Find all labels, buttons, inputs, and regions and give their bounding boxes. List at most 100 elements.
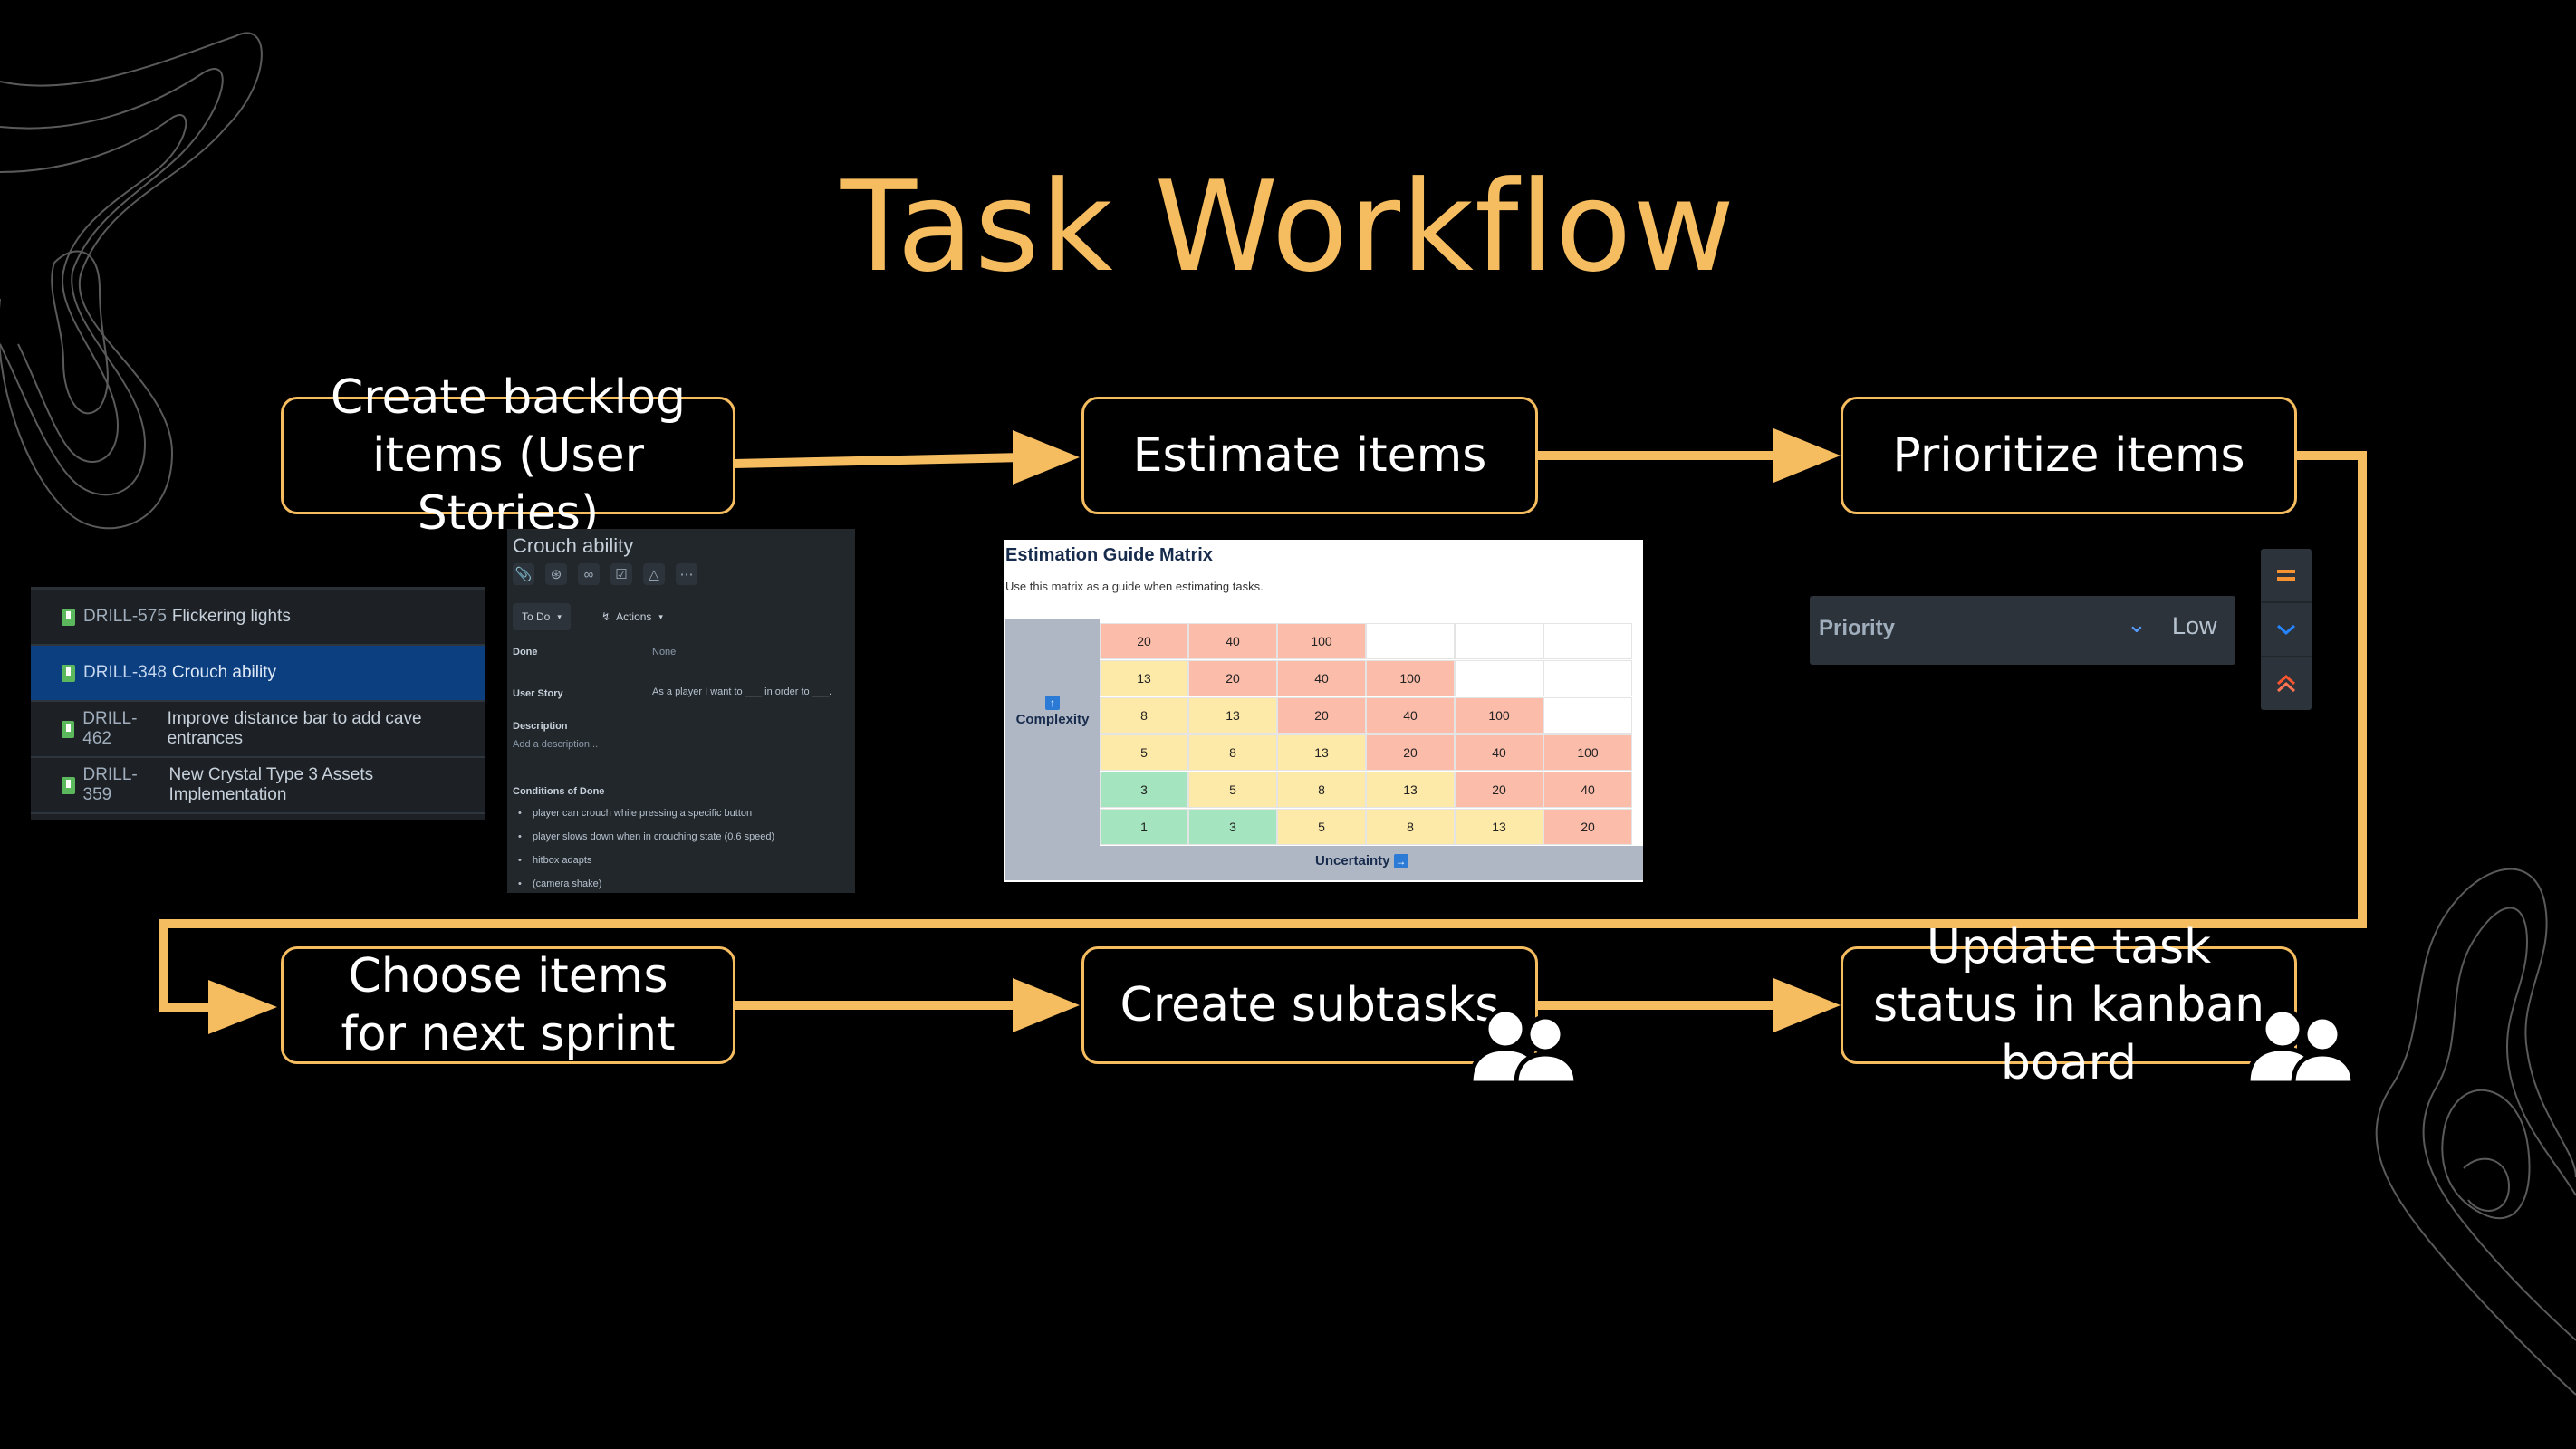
matrix-cell <box>1543 623 1632 659</box>
priority-field[interactable]: Priority ⌄ Low <box>1810 596 2235 665</box>
matrix-cell: 40 <box>1543 772 1632 808</box>
issue-summary: Crouch ability <box>171 663 276 682</box>
lightning-icon: ↯ <box>601 610 611 623</box>
backlog-list: DRILL-575 Flickering lights DRILL-348 Cr… <box>31 587 485 820</box>
description-input[interactable]: Add a description... <box>513 739 599 750</box>
matrix-cell: 20 <box>1277 697 1366 734</box>
matrix-cell: 20 <box>1366 734 1455 771</box>
backlog-item[interactable]: DRILL-359 New Crystal Type 3 Assets Impl… <box>31 758 485 814</box>
matrix-cell: 8 <box>1366 809 1455 845</box>
status-label: To Do <box>522 610 551 623</box>
priority-label: Priority <box>1819 616 1896 640</box>
child-issue-icon[interactable]: ⊛ <box>545 563 567 585</box>
chevron-down-icon: ▾ <box>658 611 663 621</box>
uncertainty-axis-label: Uncertainty → <box>1315 853 1408 868</box>
matrix-subtitle: Use this matrix as a guide when estimati… <box>1005 580 1264 593</box>
matrix-cell <box>1543 660 1632 696</box>
matrix-cell: 13 <box>1277 734 1366 771</box>
issue-summary: Flickering lights <box>171 607 291 626</box>
story-icon <box>62 720 75 738</box>
link-icon[interactable]: ∞ <box>578 563 600 585</box>
matrix-cell <box>1455 660 1543 696</box>
chevron-down-icon: ▾ <box>557 611 562 621</box>
user-story-field-label: User Story <box>513 688 563 699</box>
step-estimate-label: Estimate items <box>1132 428 1487 483</box>
matrix-cell: 20 <box>1100 623 1188 659</box>
condition-item: hitbox adapts <box>518 855 592 866</box>
step-create-subtasks: Create subtasks <box>1081 946 1538 1064</box>
issue-summary: Improve distance bar to add cave entranc… <box>167 709 422 748</box>
matrix-cell: 1 <box>1100 809 1188 845</box>
conditions-label: Conditions of Done <box>513 786 605 797</box>
description-label: Description <box>513 721 568 732</box>
drive-icon[interactable]: △ <box>643 563 665 585</box>
matrix-cell: 100 <box>1277 623 1366 659</box>
priority-value: Low <box>2172 612 2217 639</box>
status-dropdown[interactable]: To Do ▾ <box>513 603 571 630</box>
attachment-icon[interactable]: 📎 <box>513 563 534 585</box>
complexity-label: Complexity <box>1015 712 1090 727</box>
priority-highest-icon <box>2277 674 2295 693</box>
issue-key: DRILL-575 <box>83 607 167 626</box>
matrix-cell: 100 <box>1543 734 1632 771</box>
issue-detail-panel: Crouch ability 📎 ⊛ ∞ ☑ △ ⋯ To Do ▾ ↯ Act… <box>507 529 855 893</box>
issue-summary: New Crystal Type 3 Assets Implementation <box>168 765 374 804</box>
story-icon <box>62 776 75 794</box>
matrix-cell: 40 <box>1366 697 1455 734</box>
matrix-cell: 13 <box>1366 772 1455 808</box>
priority-highest-option[interactable] <box>2261 657 2312 710</box>
chevron-down-icon[interactable]: ⌄ <box>2127 610 2147 638</box>
arrow-right-icon: → <box>1393 853 1408 868</box>
priority-low-option[interactable] <box>2261 603 2312 657</box>
uncertainty-label: Uncertainty <box>1315 853 1390 868</box>
matrix-x-axis <box>1100 846 1643 880</box>
matrix-cell: 3 <box>1188 809 1277 845</box>
story-icon <box>62 664 75 682</box>
matrix-cell: 13 <box>1100 660 1188 696</box>
matrix-cell: 5 <box>1277 809 1366 845</box>
matrix-cell: 8 <box>1277 772 1366 808</box>
user-story-field-value[interactable]: As a player I want to ___ in order to __… <box>652 686 832 697</box>
condition-item: player slows down when in crouching stat… <box>518 831 774 842</box>
matrix-cell: 5 <box>1100 734 1188 771</box>
condition-item: player can crouch while pressing a speci… <box>518 808 752 819</box>
backlog-item-selected[interactable]: DRILL-348 Crouch ability <box>31 646 485 702</box>
matrix-cell: 40 <box>1455 734 1543 771</box>
matrix-title: Estimation Guide Matrix <box>1005 545 1213 565</box>
matrix-cell: 13 <box>1188 697 1277 734</box>
step-estimate: Estimate items <box>1081 397 1538 514</box>
matrix-cell: 40 <box>1277 660 1366 696</box>
done-field-value[interactable]: None <box>652 647 677 657</box>
team-icon <box>2246 1007 2356 1085</box>
backlog-item[interactable]: DRILL-462 Improve distance bar to add ca… <box>31 702 485 758</box>
actions-label: Actions <box>616 610 652 623</box>
checklist-icon[interactable]: ☑ <box>610 563 632 585</box>
condition-item: (camera shake) <box>518 878 602 889</box>
page-title: Task Workflow <box>840 154 1736 300</box>
priority-medium-option[interactable] <box>2261 549 2312 603</box>
step-create-subtasks-label: Create subtasks <box>1120 978 1500 1032</box>
issue-key: DRILL-462 <box>82 709 138 748</box>
actions-button[interactable]: ↯ Actions ▾ <box>592 603 672 630</box>
matrix-y-axis <box>1005 619 1100 880</box>
step-prioritize: Prioritize items <box>1841 397 2297 514</box>
matrix-cell: 20 <box>1188 660 1277 696</box>
more-icon[interactable]: ⋯ <box>676 563 697 585</box>
priority-medium-icon <box>2277 570 2295 581</box>
matrix-cell: 5 <box>1188 772 1277 808</box>
matrix-cell: 3 <box>1100 772 1188 808</box>
story-icon <box>62 608 75 626</box>
team-icon <box>1469 1007 1579 1085</box>
matrix-cell: 20 <box>1543 809 1632 845</box>
matrix-cell <box>1366 623 1455 659</box>
matrix-cell: 8 <box>1100 697 1188 734</box>
issue-key: DRILL-348 <box>83 663 167 682</box>
backlog-item[interactable]: DRILL-575 Flickering lights <box>31 590 485 646</box>
arrow-prioritize-to-choose <box>159 451 2367 1012</box>
step-create-backlog-label: Create backlog items (User Stories) <box>330 370 687 541</box>
step-choose-items: Choose items for next sprint <box>281 946 735 1064</box>
done-field-label: Done <box>513 647 538 657</box>
arrow-backlog-to-estimate <box>733 453 1024 468</box>
